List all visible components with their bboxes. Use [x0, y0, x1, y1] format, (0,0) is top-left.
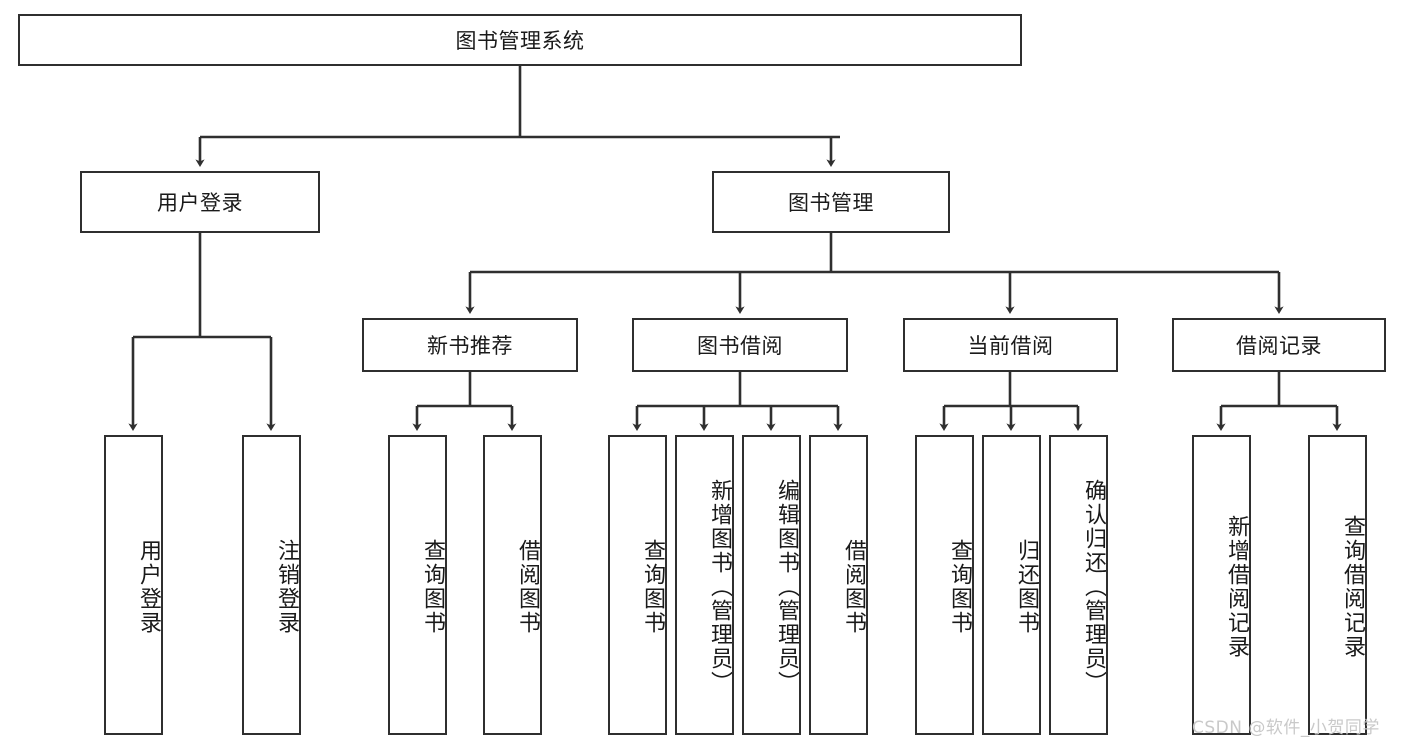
leaf-logout[interactable]: 注销登录	[242, 435, 301, 735]
leaf-label: 查询图书	[640, 539, 665, 635]
leaf-borrow-books-recommendation[interactable]: 借阅图书	[483, 435, 542, 735]
leaf-query-books-recommendation[interactable]: 查询图书	[388, 435, 447, 735]
leaf-query-books-borrowing[interactable]: 查询图书	[608, 435, 667, 735]
node-level2-borrow-records[interactable]: 借阅记录	[1172, 318, 1386, 372]
leaf-label: 确认归还（管理员）	[1081, 479, 1106, 695]
node-label: 新书推荐	[427, 334, 513, 358]
node-label: 用户登录	[157, 191, 243, 215]
leaf-label: 查询图书	[420, 539, 445, 635]
node-root-label: 图书管理系统	[455, 29, 585, 53]
node-root[interactable]: 图书管理系统	[18, 14, 1022, 66]
node-level1-user-login[interactable]: 用户登录	[80, 171, 320, 233]
leaf-add-book-admin[interactable]: 新增图书（管理员）	[675, 435, 734, 735]
leaf-user-login[interactable]: 用户登录	[104, 435, 163, 735]
node-level1-book-management[interactable]: 图书管理	[712, 171, 950, 233]
leaf-confirm-return-admin[interactable]: 确认归还（管理员）	[1049, 435, 1108, 735]
node-level2-book-borrowing[interactable]: 图书借阅	[632, 318, 848, 372]
leaf-add-borrow-record[interactable]: 新增借阅记录	[1192, 435, 1251, 735]
leaf-label: 用户登录	[136, 539, 161, 635]
node-label: 图书借阅	[697, 334, 783, 358]
leaf-query-borrow-record[interactable]: 查询借阅记录	[1308, 435, 1367, 735]
node-level2-current-borrowing[interactable]: 当前借阅	[903, 318, 1118, 372]
node-label: 图书管理	[788, 191, 874, 215]
node-label: 当前借阅	[967, 334, 1054, 358]
leaf-label: 编辑图书（管理员）	[774, 479, 799, 695]
leaf-label: 注销登录	[274, 539, 299, 635]
node-level2-new-book-recommendation[interactable]: 新书推荐	[362, 318, 578, 372]
leaf-label: 新增借阅记录	[1224, 515, 1249, 659]
leaf-label: 查询图书	[947, 539, 972, 635]
leaf-return-books[interactable]: 归还图书	[982, 435, 1041, 735]
csdn-watermark: CSDN @软件_小贺同学	[1192, 718, 1380, 738]
leaf-label: 借阅图书	[841, 539, 866, 635]
leaf-borrow-books-borrowing[interactable]: 借阅图书	[809, 435, 868, 735]
leaf-query-books-current[interactable]: 查询图书	[915, 435, 974, 735]
leaf-label: 查询借阅记录	[1340, 515, 1365, 659]
leaf-edit-book-admin[interactable]: 编辑图书（管理员）	[742, 435, 801, 735]
leaf-label: 新增图书（管理员）	[707, 479, 732, 695]
leaf-label: 借阅图书	[515, 539, 540, 635]
leaf-label: 归还图书	[1014, 539, 1039, 635]
node-label: 借阅记录	[1236, 334, 1322, 358]
